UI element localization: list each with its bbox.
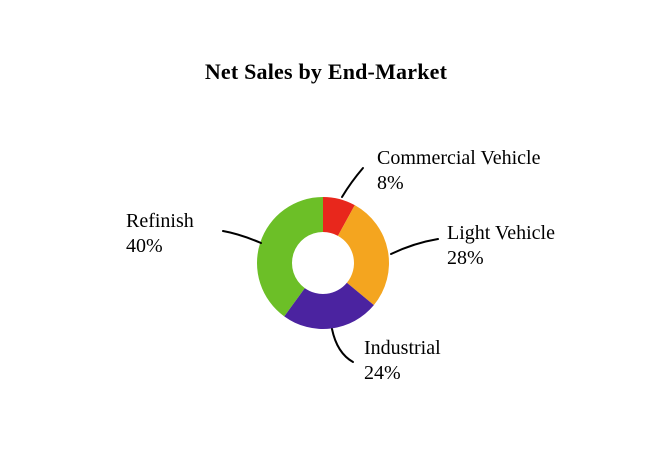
donut-segment-refinish xyxy=(257,197,323,317)
callout-light-vehicle: Light Vehicle 28% xyxy=(447,221,555,271)
segment-percentage: 24% xyxy=(364,362,401,384)
callout-commercial-vehicle: Commercial Vehicle 8% xyxy=(377,146,540,196)
segment-label: Commercial Vehicle xyxy=(377,147,541,169)
segment-percentage: 8% xyxy=(377,172,404,194)
segment-label: Industrial xyxy=(364,337,441,359)
segment-percentage: 40% xyxy=(126,235,163,257)
donut-segment-industrial xyxy=(284,282,374,329)
donut-segment-light-vehicle xyxy=(337,205,389,306)
chart-title: Net Sales by End-Market xyxy=(204,59,448,84)
segment-percentage: 28% xyxy=(447,247,484,269)
leader-line-3 xyxy=(222,230,262,244)
callout-refinish: Refinish 40% xyxy=(126,209,194,259)
segment-label: Light Vehicle xyxy=(447,222,555,244)
segment-label: Refinish xyxy=(126,210,194,232)
callout-industrial: Industrial 24% xyxy=(364,336,441,386)
donut-segment-commercial-vehicle xyxy=(323,197,355,236)
leader-line-1 xyxy=(390,238,439,255)
leader-line-2 xyxy=(331,328,354,363)
leader-line-0 xyxy=(341,167,364,198)
